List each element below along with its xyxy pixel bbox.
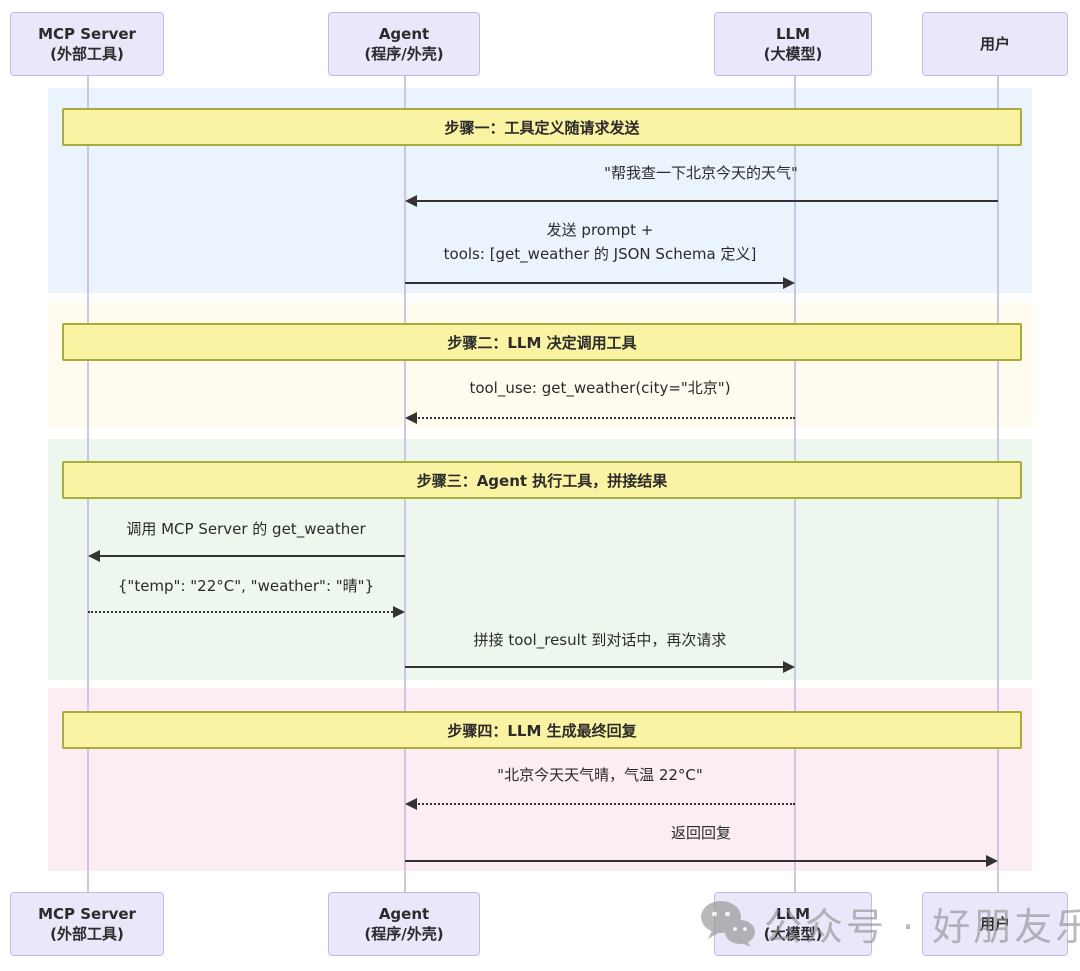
message-return-reply-line bbox=[405, 860, 986, 862]
actor-name: Agent bbox=[378, 24, 430, 43]
message-append-result-line bbox=[405, 666, 783, 668]
arrowhead-right-icon bbox=[393, 606, 405, 618]
actor-user-top: 用户 bbox=[922, 12, 1068, 76]
actor-subtitle: (大模型) bbox=[763, 45, 823, 63]
step-banner-4: 步骤四：LLM 生成最终回复 bbox=[62, 711, 1022, 749]
message-line2: tools: [get_weather 的 JSON Schema 定义] bbox=[443, 245, 757, 263]
message-tool-use-line bbox=[415, 417, 795, 419]
step-banner-1-title: 步骤一：工具定义随请求发送 bbox=[444, 118, 640, 137]
actor-name: LLM bbox=[775, 24, 811, 43]
message-send-prompt-tools-line bbox=[405, 282, 783, 284]
actor-subtitle: (程序/外壳) bbox=[364, 45, 444, 63]
step-banner-2-title: 步骤二：LLM 决定调用工具 bbox=[447, 333, 637, 352]
step-banner-4-title: 步骤四：LLM 生成最终回复 bbox=[447, 721, 637, 740]
actor-subtitle: (外部工具) bbox=[50, 925, 124, 943]
arrowhead-right-icon bbox=[986, 855, 998, 867]
step-banner-3: 步骤三：Agent 执行工具，拼接结果 bbox=[62, 461, 1022, 499]
actor-name: Agent bbox=[378, 904, 430, 923]
message-call-mcp-line bbox=[98, 555, 405, 557]
actor-name: 用户 bbox=[979, 34, 1010, 53]
actor-agent-top: Agent (程序/外壳) bbox=[328, 12, 480, 76]
actor-subtitle: (大模型) bbox=[763, 925, 823, 943]
actor-name: 用户 bbox=[979, 914, 1010, 933]
message-return-reply-label: 返回回复 bbox=[670, 824, 732, 842]
actor-mcp-server-top: MCP Server (外部工具) bbox=[10, 12, 164, 76]
message-tool-result-line bbox=[88, 611, 393, 613]
actor-subtitle: (程序/外壳) bbox=[364, 925, 444, 943]
message-final-answer-label: "北京今天天气晴，气温 22°C" bbox=[497, 766, 703, 784]
actor-llm-top: LLM (大模型) bbox=[714, 12, 872, 76]
actor-agent-bottom: Agent (程序/外壳) bbox=[328, 892, 480, 956]
actor-subtitle: (外部工具) bbox=[50, 45, 124, 63]
message-tool-use-label: tool_use: get_weather(city="北京") bbox=[469, 379, 731, 397]
actor-name: LLM bbox=[775, 904, 811, 923]
arrowhead-left-icon bbox=[88, 550, 100, 562]
message-call-mcp-label: 调用 MCP Server 的 get_weather bbox=[126, 520, 366, 538]
step-banner-1: 步骤一：工具定义随请求发送 bbox=[62, 108, 1022, 146]
message-line1: 发送 prompt + bbox=[546, 221, 654, 239]
arrowhead-left-icon bbox=[405, 195, 417, 207]
actor-user-bottom: 用户 bbox=[922, 892, 1068, 956]
actor-name: MCP Server bbox=[38, 24, 136, 43]
message-final-answer-line bbox=[415, 803, 795, 805]
arrowhead-left-icon bbox=[405, 412, 417, 424]
message-user-request-line bbox=[415, 200, 998, 202]
actor-name: MCP Server bbox=[38, 904, 136, 923]
step-banner-2: 步骤二：LLM 决定调用工具 bbox=[62, 323, 1022, 361]
section-bg-step2 bbox=[48, 303, 1032, 428]
arrowhead-right-icon bbox=[783, 661, 795, 673]
message-send-prompt-tools-label: 发送 prompt + tools: [get_weather 的 JSON S… bbox=[444, 218, 757, 266]
message-user-request-label: "帮我查一下北京今天的天气" bbox=[604, 164, 798, 182]
message-tool-result-label: {"temp": "22°C", "weather": "晴"} bbox=[117, 577, 375, 595]
actor-mcp-server-bottom: MCP Server (外部工具) bbox=[10, 892, 164, 956]
actor-llm-bottom: LLM (大模型) bbox=[714, 892, 872, 956]
message-append-result-label: 拼接 tool_result 到对话中，再次请求 bbox=[473, 631, 727, 649]
step-banner-3-title: 步骤三：Agent 执行工具，拼接结果 bbox=[416, 471, 668, 490]
arrowhead-left-icon bbox=[405, 798, 417, 810]
arrowhead-right-icon bbox=[783, 277, 795, 289]
